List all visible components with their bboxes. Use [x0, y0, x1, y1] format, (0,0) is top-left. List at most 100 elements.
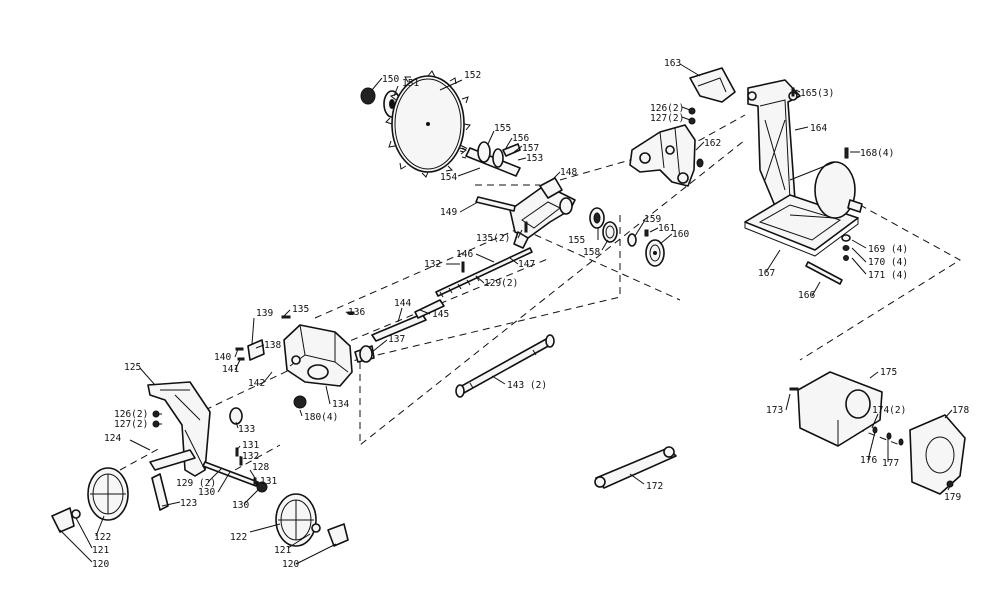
label-138: 138 [264, 340, 281, 351]
label-177: 177 [882, 458, 899, 469]
motor-base-plate [744, 161, 863, 257]
bracket-rod [475, 196, 516, 212]
label-135-single: 135 [292, 304, 309, 315]
label-120-right: 120 [282, 559, 299, 570]
belt-guard-cover [689, 67, 736, 103]
saw-blade [385, 70, 471, 178]
label-176: 176 [860, 455, 877, 466]
label-174: 174(2) [872, 405, 906, 416]
center-rods [281, 221, 533, 342]
nut-180 [293, 395, 307, 409]
bushing-133 [229, 407, 243, 425]
shaft-130 [202, 461, 259, 487]
collar-hole [389, 99, 395, 109]
label-135-pair: 135(2) [476, 233, 510, 244]
belt-guard-rear [797, 371, 883, 447]
handle-knob-left [51, 507, 75, 533]
collar-130 [256, 481, 268, 493]
label-127-lower: 127(2) [114, 419, 148, 430]
label-142: 142 [248, 378, 265, 389]
bolt-168 [844, 147, 849, 159]
label-164: 164 [810, 123, 827, 134]
label-129-upper: 129(2) [484, 278, 518, 289]
belt-guard-front [909, 414, 966, 495]
label-127-upper: 127(2) [650, 113, 684, 124]
label-122-left: 122 [94, 532, 111, 543]
label-121-left: 121 [92, 545, 109, 556]
label-139: 139 [256, 308, 273, 319]
trunnion-bracket [629, 107, 704, 187]
label-155-bearing: 155 [568, 235, 585, 246]
arbor-nut [360, 87, 376, 105]
label-125: 125 [124, 362, 141, 373]
label-161: 161 [658, 223, 675, 234]
label-178: 178 [952, 405, 969, 416]
label-154: 154 [440, 172, 457, 183]
shaft-124 [149, 449, 196, 471]
rod-145 [414, 299, 445, 319]
label-172: 172 [646, 481, 663, 492]
label-173: 173 [766, 405, 783, 416]
label-126-lower: 126(2) [114, 409, 148, 420]
rod-146 [435, 247, 533, 297]
pulley-group [627, 229, 665, 267]
label-145: 145 [432, 309, 449, 320]
label-141: 141 [222, 364, 239, 375]
rod-166 [805, 261, 843, 285]
label-137: 137 [388, 334, 405, 345]
label-155-arbor: 155 [494, 123, 511, 134]
label-129-lower: 129 (2) [176, 478, 216, 489]
label-140: 140 [214, 352, 231, 363]
motor-housing [814, 161, 856, 219]
label-121-right: 121 [274, 545, 291, 556]
lockwasher-170 [842, 245, 850, 251]
rod-144 [371, 313, 427, 342]
label-150: 150 [382, 74, 399, 85]
label-131-upper: 131 [242, 440, 259, 451]
washer-169 [841, 234, 851, 242]
label-146: 146 [456, 249, 473, 260]
label-130-shaft: 130 [198, 487, 215, 498]
part-labels: 150 151 152 163 165(3) 126(2) 127(2) 155… [92, 58, 969, 570]
label-163: 163 [664, 58, 681, 69]
label-159: 159 [644, 214, 661, 225]
label-156: 156 [512, 133, 529, 144]
label-132-upper: 132 [424, 259, 441, 270]
label-122-right: 122 [230, 532, 247, 543]
label-148: 148 [560, 167, 577, 178]
label-165: 165(3) [800, 88, 834, 99]
label-167: 167 [758, 268, 775, 279]
arbor-assembly [459, 141, 521, 177]
label-128: 128 [252, 462, 269, 473]
label-143: 143 (2) [507, 380, 547, 391]
label-151: 151 [402, 78, 419, 89]
label-149: 149 [440, 207, 457, 218]
handle-knob-right [327, 523, 349, 547]
assembly-lines [119, 114, 961, 471]
label-152: 152 [464, 70, 481, 81]
label-162: 162 [704, 138, 721, 149]
saw-blade-group [360, 70, 471, 178]
label-126-upper: 126(2) [650, 103, 684, 114]
label-133: 133 [238, 424, 255, 435]
shaft-143 [455, 334, 555, 398]
front-bracket [147, 381, 259, 511]
bearing-right [602, 221, 618, 243]
label-157: 157 [522, 143, 539, 154]
label-136: 136 [348, 307, 365, 318]
label-180: 180(4) [304, 412, 338, 423]
label-169: 169 (4) [868, 244, 908, 255]
plate-138 [247, 339, 265, 361]
label-168: 168(4) [860, 148, 894, 159]
label-120-left: 120 [92, 559, 109, 570]
label-134: 134 [332, 399, 349, 410]
label-158: 158 [583, 247, 600, 258]
label-123: 123 [180, 498, 197, 509]
label-131-lower: 131 [260, 476, 277, 487]
label-147: 147 [518, 259, 535, 270]
nut-171 [843, 255, 849, 261]
leader-lines [59, 63, 953, 565]
label-166: 166 [798, 290, 815, 301]
